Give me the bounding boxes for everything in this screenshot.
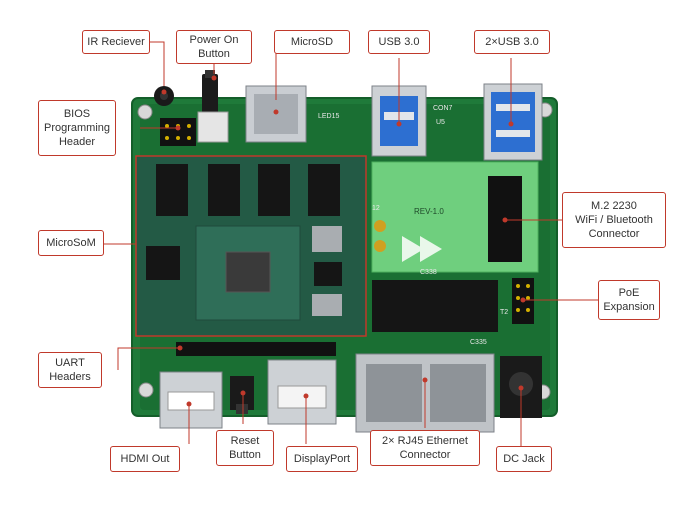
- silkscreen-t2: T2: [500, 309, 508, 316]
- label-power-on-button: Power On Button: [176, 30, 252, 64]
- poe-pin: [516, 308, 520, 312]
- label-microsom: MicroSoM: [38, 230, 104, 256]
- som-chip-right-3: [312, 294, 342, 316]
- callout-dot-power: [211, 75, 217, 81]
- bios-pin: [187, 124, 191, 128]
- memory-chip-4: [308, 164, 340, 216]
- memory-chip-2: [208, 164, 240, 216]
- som-chip-left: [146, 246, 180, 280]
- som-chip-right-2: [314, 262, 342, 286]
- label-reset: Reset Button: [216, 430, 274, 466]
- callout-dot-rj45: [422, 377, 428, 383]
- silkscreen-led15: LED15: [318, 113, 340, 120]
- m2-logo: [402, 236, 424, 262]
- reset-button-cap: [236, 404, 248, 414]
- usb30x2-port-tongue: [491, 92, 535, 152]
- label-bios-header: BIOS Programming Header: [38, 100, 116, 156]
- callout-line-ir: [149, 41, 165, 86]
- memory-chip-1: [156, 164, 188, 216]
- som-chip-right: [312, 226, 342, 252]
- callout-dot-usb30x2: [508, 121, 514, 127]
- power-button-base: [197, 111, 229, 143]
- usb30x2-port-slot-b: [496, 130, 530, 137]
- silkscreen-c338: C338: [420, 269, 437, 276]
- silkscreen-c335: C335: [470, 339, 487, 346]
- power-button-cap: [205, 70, 215, 78]
- m2-standoff-2: [374, 240, 386, 252]
- uart-header-part: [176, 342, 336, 356]
- mounting-hole-bl: [138, 382, 154, 398]
- callout-dot-usb30: [396, 121, 402, 127]
- callout-dot-uart: [177, 345, 183, 351]
- callout-dot-ir: [161, 89, 167, 95]
- callout-dot-hdmi: [186, 401, 192, 407]
- label-microsd: MicroSD: [274, 30, 350, 54]
- poe-pin: [516, 296, 520, 300]
- label-usb30: USB 3.0: [368, 30, 430, 54]
- ir-receiver-lens: [160, 92, 168, 100]
- silkscreen-rev: REV-1.0: [414, 207, 444, 216]
- bios-pin: [176, 136, 180, 140]
- hdmi-port-opening: [167, 391, 215, 411]
- callout-dot-displayport: [303, 393, 309, 399]
- bios-header-part: [160, 118, 196, 146]
- callout-line-uart: [117, 347, 180, 370]
- silkscreen-u5: U5: [436, 119, 445, 126]
- callout-dot-poe: [520, 297, 526, 303]
- m2-standoff-1: [374, 220, 386, 232]
- usb30x2-port-slot-a: [496, 104, 530, 111]
- memory-chip-3: [258, 164, 290, 216]
- label-m2: M.2 2230 WiFi / Bluetooth Connector: [562, 192, 666, 248]
- label-rj45: 2× RJ45 Ethernet Connector: [370, 430, 480, 466]
- poe-pin: [526, 284, 530, 288]
- callout-dot-reset: [240, 390, 246, 396]
- label-usb30x2: 2×USB 3.0: [474, 30, 550, 54]
- mounting-hole-tl: [137, 104, 153, 120]
- label-dcjack: DC Jack: [496, 446, 552, 472]
- dc-jack-hole: [509, 372, 533, 396]
- m2-logo-2: [420, 236, 442, 262]
- poe-pin: [516, 284, 520, 288]
- callout-dot-m2: [502, 217, 508, 223]
- bios-pin: [165, 136, 169, 140]
- rj45-port-1: [366, 364, 422, 422]
- label-uart: UART Headers: [38, 352, 102, 388]
- rj45-port-2: [430, 364, 486, 422]
- power-button-part: [202, 74, 218, 114]
- callout-dot-bios: [175, 125, 181, 131]
- displayport-opening: [277, 385, 327, 409]
- poe-pin: [526, 296, 530, 300]
- callout-dot-dcjack: [518, 385, 524, 391]
- label-ir-receiver: IR Reciever: [82, 30, 150, 54]
- callout-dot-microsd: [273, 109, 279, 115]
- bios-pin: [187, 136, 191, 140]
- silkscreen-j12: 12: [372, 205, 380, 212]
- label-poe: PoE Expansion: [598, 280, 660, 320]
- label-hdmi: HDMI Out: [110, 446, 180, 472]
- poe-pin: [526, 308, 530, 312]
- label-displayport: DisplayPort: [286, 446, 358, 472]
- ethernet-controller-chip: [372, 280, 498, 332]
- silkscreen-con7: CON7: [433, 105, 453, 112]
- processor-die: [225, 251, 271, 293]
- bios-pin: [165, 124, 169, 128]
